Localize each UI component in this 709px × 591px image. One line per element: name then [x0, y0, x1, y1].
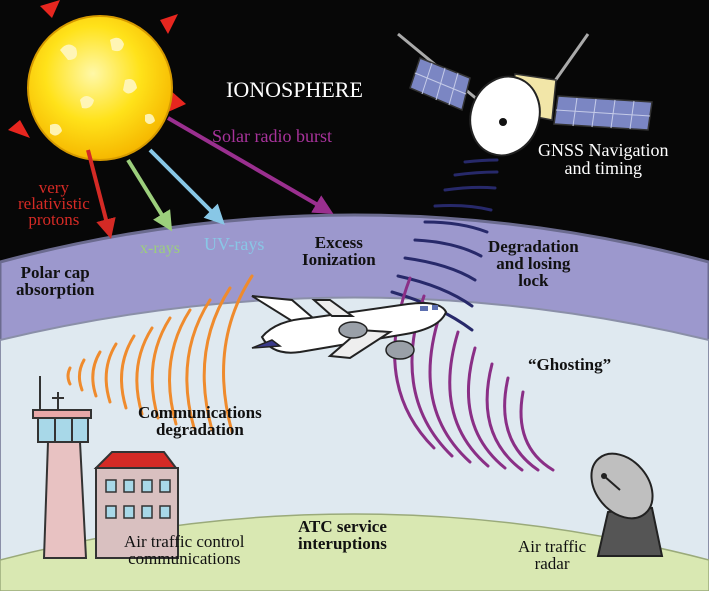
satellite-icon [397, 32, 653, 157]
atc-service-label: ATC service interuptions [298, 518, 387, 552]
comm-degradation-label: Communications degradation [138, 404, 262, 438]
excess-ionization-line1: Excess [314, 233, 363, 252]
radar-label: Air traffic radar [518, 538, 586, 572]
protons-label-line3: protons [28, 210, 80, 230]
uvrays-label: UV-rays [204, 234, 265, 254]
gnss-signal-waves [390, 158, 499, 332]
gnss-label-line2: and timing [564, 158, 643, 178]
control-tower-icon [32, 376, 92, 559]
communication-signal-waves [66, 274, 254, 434]
radar-line1: Air traffic [518, 537, 587, 556]
comm-degradation-line1: Communications [138, 403, 262, 422]
radar-dish-icon [590, 452, 664, 557]
airplane-icon [251, 295, 448, 360]
polar-cap-line1: Polar cap [20, 263, 90, 282]
building-icon [93, 451, 179, 559]
atc-comms-label: Air traffic control communications [124, 533, 245, 567]
radar-line2: radar [534, 554, 570, 573]
sun-icon [8, 0, 186, 161]
comm-degradation-line2: degradation [155, 420, 244, 439]
atc-comms-line1: Air traffic control [124, 532, 245, 551]
solar-radio-burst-arrow [166, 116, 334, 215]
polar-cap-line2: absorption [16, 280, 95, 299]
ionosphere-label: IONOSPHERE [226, 77, 363, 102]
degradation-lock-label: Degradation and losing lock [488, 238, 579, 289]
polar-cap-label: Polar cap absorption [16, 264, 94, 298]
atc-service-line1: ATC service [298, 517, 387, 536]
atc-comms-line2: communications [128, 549, 241, 568]
xray-arrow [126, 158, 173, 232]
protons-label-line2: relativistic [18, 194, 90, 214]
ghosting-label: “Ghosting” [528, 355, 612, 374]
protons-arrow [86, 149, 116, 239]
degradation-lock-line3: lock [518, 271, 549, 290]
degradation-lock-line2: and losing [496, 254, 571, 273]
degradation-lock-line1: Degradation [488, 237, 579, 256]
gnss-label-line1: GNSS Navigation [538, 140, 669, 160]
xrays-label: x-rays [140, 240, 180, 257]
solar-radio-burst-label: Solar radio burst [212, 126, 332, 146]
excess-ionization-label: Excess Ionization [302, 234, 376, 268]
protons-label-line1: very [38, 178, 69, 197]
protons-label: very relativistic protons [18, 178, 90, 230]
atc-service-line2: interuptions [298, 534, 387, 553]
excess-ionization-line2: Ionization [302, 250, 376, 269]
gnss-label: GNSS Navigation and timing [538, 141, 669, 177]
uv-arrow [148, 148, 225, 225]
